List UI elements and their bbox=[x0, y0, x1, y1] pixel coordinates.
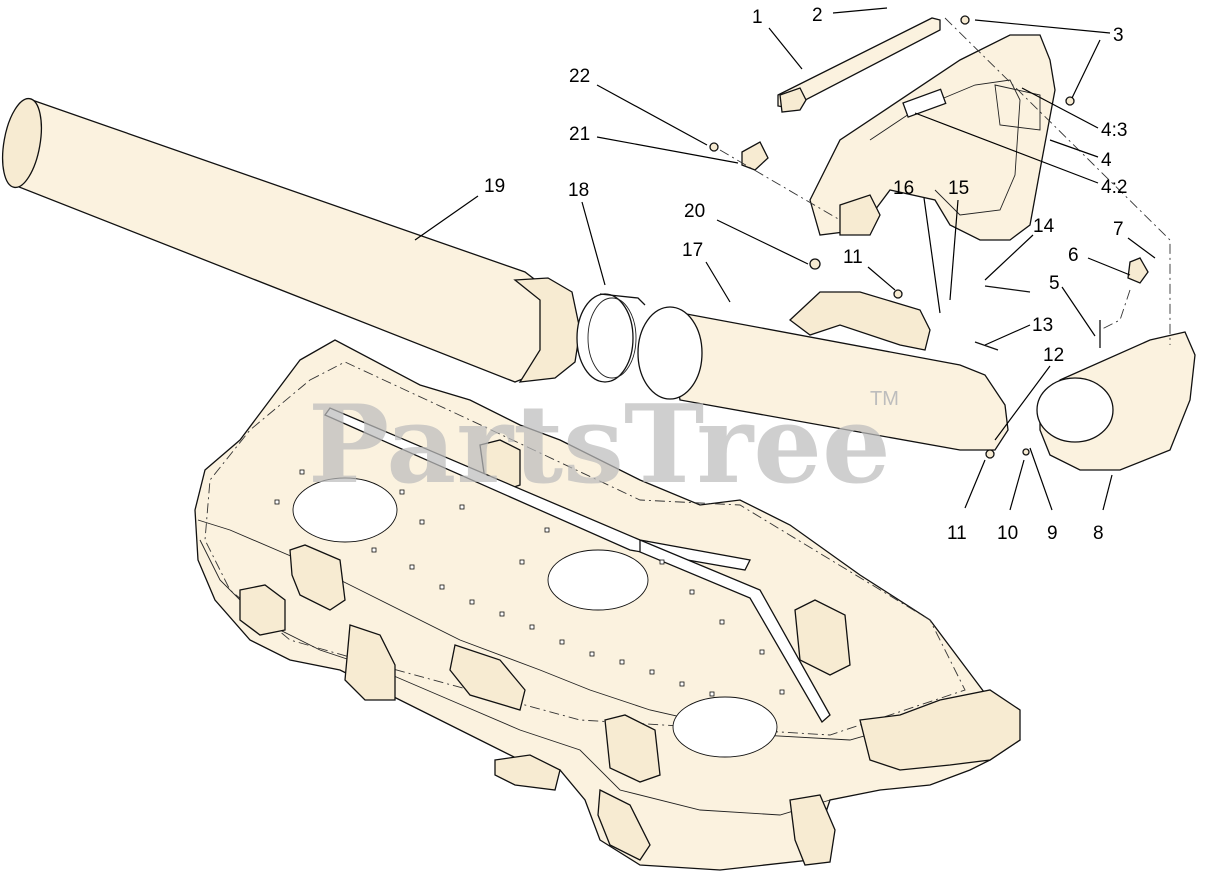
callout-13: 13 bbox=[1032, 315, 1053, 336]
watermark: PartsTree TM bbox=[308, 382, 899, 508]
callout-19: 19 bbox=[484, 176, 505, 197]
callout-4: 4 bbox=[1101, 150, 1112, 171]
callout-10: 10 bbox=[997, 523, 1018, 544]
assembly-lines bbox=[719, 17, 1171, 345]
callout-22: 22 bbox=[569, 66, 590, 87]
callout-16: 16 bbox=[893, 178, 914, 199]
discharge-tube-19 bbox=[1, 97, 581, 383]
callout-4-3: 4:3 bbox=[1101, 120, 1127, 141]
callout-17: 17 bbox=[682, 240, 703, 261]
callout-11b: 11 bbox=[947, 523, 967, 544]
callouts: 1 2 3 4:3 4 4:2 22 21 19 18 20 17 16 15 … bbox=[484, 5, 1127, 544]
small-hardware bbox=[709, 15, 1149, 459]
tube-17 bbox=[637, 291, 1009, 451]
callout-1: 1 bbox=[752, 7, 763, 28]
leader-lines bbox=[414, 7, 1156, 511]
deflector-8 bbox=[1036, 331, 1196, 471]
callout-7: 7 bbox=[1113, 219, 1124, 240]
callout-20: 20 bbox=[684, 201, 705, 222]
hose-clamp-18 bbox=[576, 293, 646, 383]
mower-deck bbox=[194, 339, 1021, 871]
housing-bracket-4 bbox=[809, 34, 1056, 241]
callout-14: 14 bbox=[1033, 216, 1055, 237]
callout-15: 15 bbox=[948, 178, 969, 199]
callout-12: 12 bbox=[1043, 345, 1064, 366]
callout-3: 3 bbox=[1113, 25, 1124, 46]
watermark-text: PartsTree bbox=[308, 382, 891, 508]
callout-4-2: 4:2 bbox=[1101, 177, 1127, 198]
callout-2: 2 bbox=[812, 5, 823, 26]
callout-6: 6 bbox=[1068, 245, 1079, 266]
watermark-tm: TM bbox=[870, 388, 899, 410]
callout-8: 8 bbox=[1093, 523, 1104, 544]
callout-5: 5 bbox=[1049, 273, 1060, 294]
callout-21: 21 bbox=[569, 124, 590, 145]
callout-11a: 11 bbox=[843, 247, 863, 268]
plate-1 bbox=[777, 17, 941, 113]
callout-18: 18 bbox=[568, 180, 589, 201]
callout-9: 9 bbox=[1047, 523, 1058, 544]
